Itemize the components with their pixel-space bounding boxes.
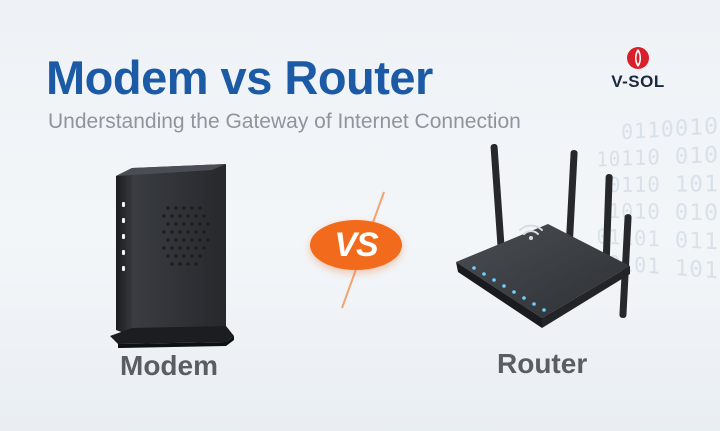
modem-label: Modem: [120, 350, 218, 381]
vs-text: VS: [334, 225, 378, 264]
page-subtitle: Understanding the Gateway of Internet Co…: [48, 110, 521, 133]
router-label: Router: [497, 348, 588, 379]
brand-logo: V-SOL: [596, 46, 680, 94]
vsol-logo-icon: [627, 47, 649, 69]
page-title: Modem vs Router: [46, 51, 433, 104]
modem-icon: [110, 164, 234, 348]
logo-text: V-SOL: [611, 72, 665, 91]
vs-badge: VS: [310, 220, 402, 270]
router-icon: [456, 144, 632, 328]
